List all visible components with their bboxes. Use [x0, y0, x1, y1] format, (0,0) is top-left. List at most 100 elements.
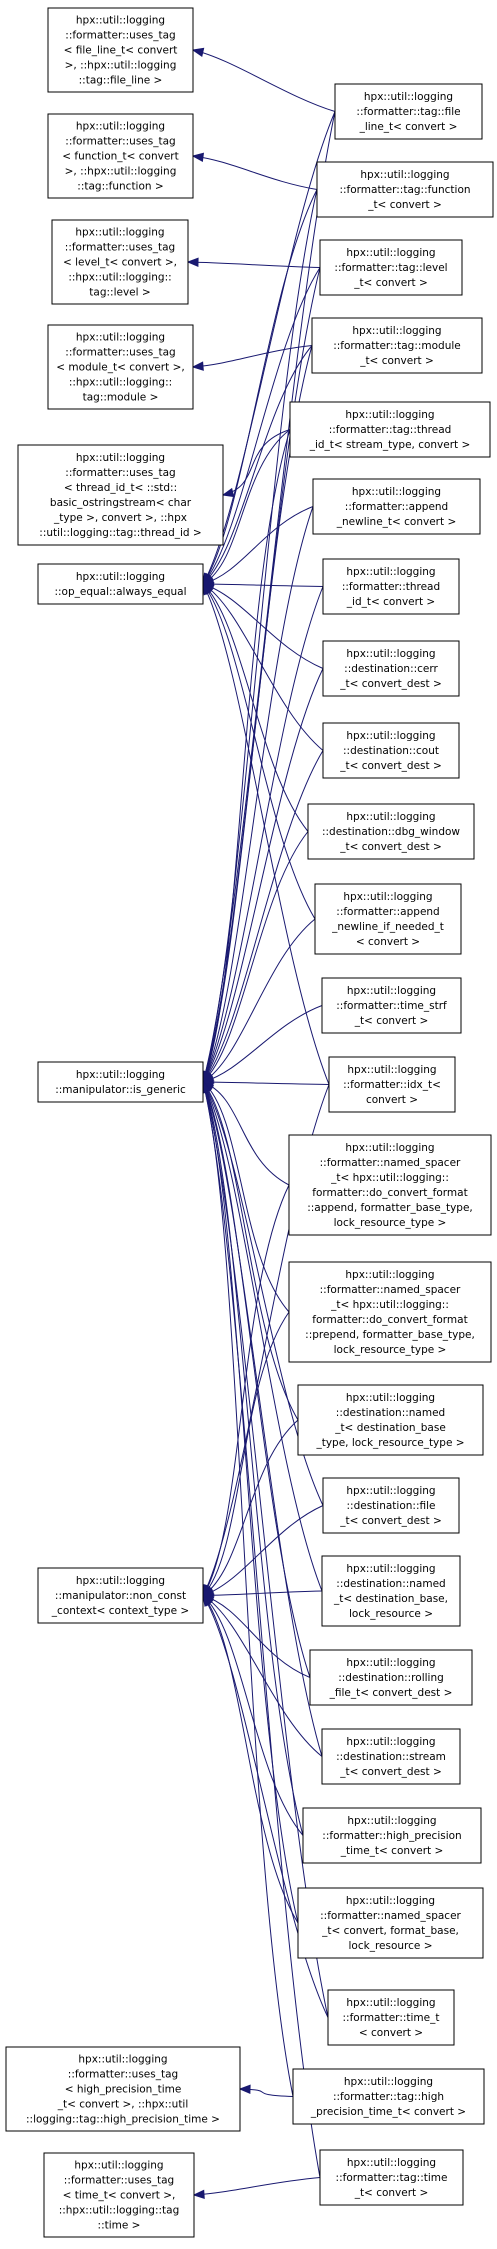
class-node-uses_function[interactable]: hpx::util::logging::formatter::uses_tag<…	[47, 113, 194, 199]
class-node-label-line: hpx::util::logging	[346, 1895, 435, 1907]
class-node-cout[interactable]: hpx::util::logging::destination::cout_t<…	[322, 722, 460, 779]
edge-line	[202, 429, 291, 1083]
class-node-idx[interactable]: hpx::util::logging::formatter::idx_t<con…	[328, 1056, 456, 1113]
class-node-label-line: ::hpx::util::logging::	[69, 377, 172, 389]
class-node-label-line: ::destination::file	[347, 1500, 436, 1512]
class-node-tag_thread_id[interactable]: hpx::util::logging::formatter::tag::thre…	[289, 401, 491, 458]
class-node-label-line: _context< context_type >	[51, 1605, 189, 1617]
class-node-always_equal[interactable]: hpx::util::logging::op_equal::always_equ…	[37, 563, 204, 605]
class-node-time_t[interactable]: hpx::util::logging::formatter::time_t< c…	[327, 1989, 455, 2046]
edge-high_precision_time-to-non_const_context	[201, 1594, 304, 1836]
edge-line	[202, 1081, 330, 1085]
edge-line	[202, 1081, 323, 1757]
class-node-tag_function[interactable]: hpx::util::logging::formatter::tag::func…	[316, 161, 494, 218]
edge-arrowhead	[221, 487, 235, 498]
class-node-label-line: hpx::util::logging	[347, 2157, 436, 2169]
class-node-label-line: ::formatter::uses_tag	[65, 242, 175, 254]
class-node-tag_high_precision_time[interactable]: hpx::util::logging::formatter::tag::high…	[292, 2068, 485, 2125]
class-node-time_strf[interactable]: hpx::util::logging::formatter::time_strf…	[321, 977, 462, 1034]
class-node-cerr[interactable]: hpx::util::logging::destination::cerr_t<…	[322, 640, 460, 697]
class-node-box	[37, 1567, 204, 1624]
class-node-label-line: hpx::util::logging	[346, 648, 435, 660]
edge-high_precision_time-to-is_generic	[202, 1080, 304, 1836]
edge-arrowhead	[202, 1594, 213, 1607]
class-node-tag_module[interactable]: hpx::util::logging::formatter::tag::modu…	[311, 317, 483, 374]
class-node-label-line: ::manipulator::non_const	[55, 1590, 186, 1602]
class-node-append_newline[interactable]: hpx::util::logging::formatter::append_ne…	[312, 478, 481, 535]
class-node-uses_file_line[interactable]: hpx::util::logging::formatter::uses_tag<…	[47, 7, 194, 93]
class-node-uses_thread_id[interactable]: hpx::util::logging::formatter::uses_tag<…	[17, 444, 224, 546]
edge-line	[202, 1081, 311, 1678]
class-node-dest_stream[interactable]: hpx::util::logging::destination::stream_…	[321, 1728, 461, 1785]
class-node-dest_named[interactable]: hpx::util::logging::destination::named_t…	[321, 1555, 461, 1627]
class-node-label-line: formatter::do_convert_format	[312, 1314, 467, 1326]
class-node-uses_module[interactable]: hpx::util::logging::formatter::uses_tag<…	[47, 324, 194, 410]
class-node-label-line: convert >	[366, 1094, 418, 1106]
class-node-rolling_file[interactable]: hpx::util::logging::destination::rolling…	[309, 1649, 473, 1706]
class-node-label-line: hpx::util::logging	[76, 452, 165, 464]
class-node-named_spacer_append[interactable]: hpx::util::logging::formatter::named_spa…	[288, 1134, 492, 1236]
class-node-box	[321, 977, 462, 1034]
class-node-label-line: ::logging::tag::high_precision_time >	[26, 2114, 220, 2126]
class-node-label-line: _time_t< convert >	[340, 1845, 444, 1857]
class-node-high_precision_time[interactable]: hpx::util::logging::formatter::high_prec…	[302, 1807, 482, 1864]
class-node-label-line: ::util::logging::tag::thread_id >	[39, 527, 201, 539]
class-node-append_newline_if_needed[interactable]: hpx::util::logging::formatter::append_ne…	[314, 883, 462, 955]
class-node-label-line: ::destination::cerr	[344, 663, 438, 675]
class-node-thread_id[interactable]: hpx::util::logging::formatter::thread_id…	[322, 558, 460, 615]
class-node-label-line: _t< destination_base	[334, 1422, 446, 1434]
class-node-named_spacer_prepend[interactable]: hpx::util::logging::formatter::named_spa…	[288, 1261, 492, 1363]
class-node-label-line: < function_t< convert	[62, 151, 179, 163]
edge-append_newline_if_needed-to-always_equal	[202, 582, 316, 920]
class-node-dbg_window[interactable]: hpx::util::logging::destination::dbg_win…	[307, 803, 475, 860]
class-node-dest_file[interactable]: hpx::util::logging::destination::file_t<…	[322, 1477, 460, 1534]
edge-line	[202, 1595, 299, 1924]
class-node-label-line: < level_t< convert >,	[63, 257, 177, 269]
class-node-label-line: ::formatter::append	[345, 501, 448, 513]
class-node-label-line: ::formatter::thread	[342, 581, 440, 593]
edge-line	[202, 189, 318, 585]
class-node-label-line: hpx::util::logging	[76, 121, 165, 133]
class-node-label-line: hpx::util::logging	[343, 891, 432, 903]
edge-line	[202, 1081, 304, 1836]
class-node-box	[309, 1649, 473, 1706]
class-node-label-line: _newline_if_needed_t	[331, 921, 444, 933]
edge-arrowhead	[186, 257, 199, 267]
class-node-is_generic[interactable]: hpx::util::logging::manipulator::is_gene…	[37, 1061, 204, 1103]
class-node-box	[328, 1056, 456, 1113]
class-node-label-line: hpx::util::logging	[347, 1064, 436, 1076]
class-node-label-line: lock_resource_type >	[334, 1217, 447, 1229]
edge-line	[202, 506, 314, 585]
class-node-box	[321, 1728, 461, 1785]
class-node-tag_level[interactable]: hpx::util::logging::formatter::tag::leve…	[319, 239, 463, 296]
class-node-label-line: tag::module >	[83, 392, 159, 404]
class-node-tag_file_line[interactable]: hpx::util::logging::formatter::tag::file…	[334, 83, 483, 140]
edge-tag_high_precision_time-to-is_generic	[201, 1080, 294, 2097]
class-node-label-line: hpx::util::logging	[78, 2054, 167, 2066]
class-node-label-line: < high_precision_time	[65, 2084, 182, 2096]
class-node-tag_time[interactable]: hpx::util::logging::formatter::tag::time…	[319, 2149, 464, 2206]
class-node-box	[289, 401, 491, 458]
edge-line	[202, 1081, 323, 1592]
class-node-non_const_context[interactable]: hpx::util::logging::manipulator::non_con…	[37, 1567, 204, 1624]
edge-tag_time-to-is_generic	[200, 1080, 321, 2178]
edge-line	[192, 155, 318, 190]
class-node-label-line: ::formatter::high_precision	[322, 1830, 461, 1842]
class-node-box	[322, 722, 460, 779]
class-node-label-line: _newline_t< convert >	[336, 516, 457, 528]
edge-idx-to-is_generic	[201, 1077, 330, 1087]
class-node-uses_time[interactable]: hpx::util::logging::formatter::uses_tag<…	[43, 2152, 195, 2238]
class-node-label-line: ::tag::function >	[77, 181, 163, 193]
class-node-label-line: hpx::util::logging	[346, 1563, 435, 1575]
class-node-uses_level[interactable]: hpx::util::logging::formatter::uses_tag<…	[51, 219, 189, 305]
class-node-label-line: lock_resource >	[349, 1940, 433, 1952]
class-node-label-line: hpx::util::logging	[346, 730, 435, 742]
edge-arrowhead	[192, 2189, 205, 2200]
class-node-label-line: _id_t< convert >	[346, 596, 435, 608]
class-node-named_spacer[interactable]: hpx::util::logging::formatter::named_spa…	[297, 1887, 484, 1959]
class-node-label-line: hpx::util::logging	[346, 566, 435, 578]
class-node-dest_named_t[interactable]: hpx::util::logging::destination::named_t…	[297, 1384, 484, 1456]
edge-line	[202, 750, 324, 1083]
class-node-uses_high_precision_time[interactable]: hpx::util::logging::formatter::uses_tag<…	[5, 2046, 241, 2132]
class-node-label-line: ::op_equal::always_equal	[54, 586, 186, 598]
